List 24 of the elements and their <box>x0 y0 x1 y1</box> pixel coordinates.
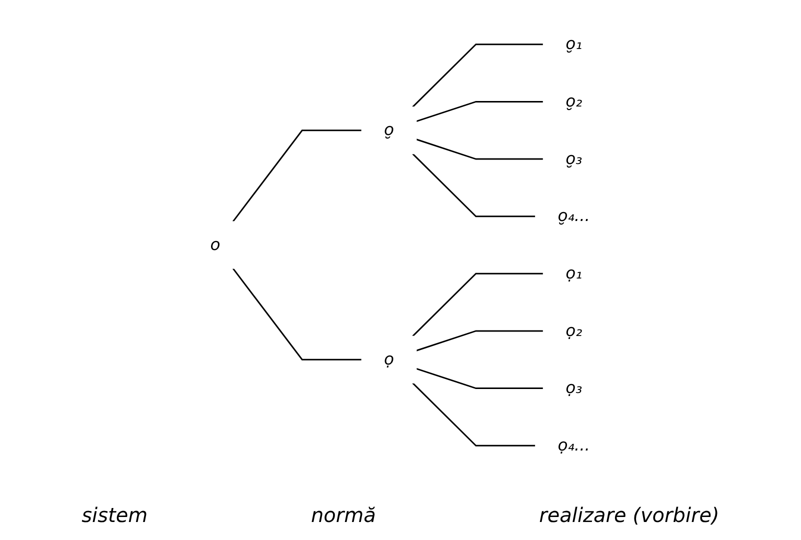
axis-caption: realizare (vorbire) <box>539 503 720 527</box>
node-text: o <box>210 236 221 254</box>
connector <box>232 268 362 360</box>
connector <box>416 368 544 390</box>
node-text: o̮₂ <box>566 92 583 112</box>
connector <box>232 130 362 222</box>
node-text: ọ <box>384 350 394 369</box>
connector <box>416 100 544 122</box>
connector <box>412 382 536 446</box>
node-text: ọ₄... <box>558 436 590 455</box>
node-text: ọ₃ <box>566 378 583 398</box>
connector <box>412 153 536 218</box>
connector <box>412 44 544 108</box>
node-text: o̮₁ <box>566 35 583 54</box>
node-text: o̮ <box>384 121 394 140</box>
connector <box>416 138 544 160</box>
axis-caption: normă <box>310 503 376 527</box>
axis-caption: sistem <box>82 503 148 527</box>
node-text: o̮₃ <box>566 150 583 168</box>
connector <box>416 330 544 352</box>
node-text: o̮₄... <box>558 207 590 226</box>
node-text: ọ₁ <box>566 264 583 283</box>
node-text: ọ₂ <box>566 322 583 340</box>
connector <box>412 272 544 337</box>
